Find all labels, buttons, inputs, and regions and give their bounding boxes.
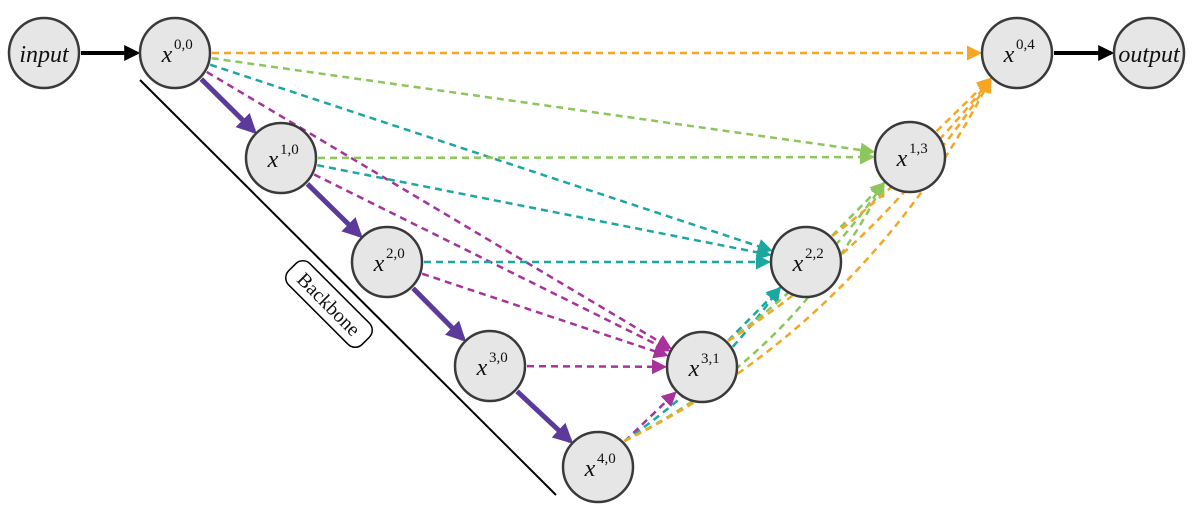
- edge-x31-to-x04: [727, 77, 992, 342]
- node-label-output: output: [1118, 42, 1181, 68]
- node-circle-x40: [561, 430, 635, 504]
- node-circle-x13: [873, 120, 947, 194]
- node-circle-x31: [665, 330, 739, 404]
- node-superscript-x13: 1,3: [909, 141, 928, 157]
- edge-x00-to-x13: [211, 56, 876, 158]
- node-label-x20: x: [373, 251, 385, 277]
- node-superscript-x30: 3,0: [489, 350, 508, 366]
- backbone-indicator: Backbone: [139, 79, 557, 496]
- edges: [81, 45, 1115, 444]
- node-circle-x00: [138, 16, 212, 90]
- edge-x20-to-x30: [411, 286, 467, 342]
- edge-x00-to-x31: [206, 70, 672, 350]
- node-superscript-x40: 4,0: [597, 451, 616, 467]
- node-circle-output: [1112, 16, 1186, 90]
- node-superscript-x00: 0,0: [174, 37, 193, 53]
- edge-x00-to-x10: [199, 77, 257, 135]
- edge-x10-to-x20: [305, 182, 363, 239]
- backbone-label-box: [285, 260, 373, 348]
- node-label-x31: x: [688, 356, 700, 382]
- node-circle-x10: [244, 121, 318, 195]
- edge-x40-to-x04: [623, 77, 992, 443]
- node-label-x40: x: [584, 456, 596, 482]
- edge-x10-to-x13: [317, 149, 875, 165]
- node-label-input: input: [19, 42, 70, 68]
- node-circle-x20: [350, 225, 424, 299]
- node-superscript-x10: 1,0: [280, 142, 299, 158]
- node-circle-input: [7, 16, 81, 90]
- node-label-x00: x: [161, 42, 173, 68]
- node-superscript-x31: 3,1: [701, 351, 720, 367]
- edge-x30-to-x40: [515, 389, 574, 444]
- node-superscript-x04: 0,4: [1016, 37, 1035, 53]
- edge-x10-to-x22: [317, 163, 772, 260]
- edge-x13-to-x04: [935, 77, 992, 133]
- node-label-x22: x: [792, 251, 804, 277]
- backbone-label: Backbone: [292, 269, 364, 341]
- backbone-line: [139, 79, 557, 496]
- edge-x20-to-x31: [421, 272, 669, 359]
- node-circle-x04: [980, 16, 1054, 90]
- edge-x31-to-x22: [727, 286, 782, 342]
- node-label-x30: x: [476, 355, 488, 381]
- edge-x10-to-x31: [313, 173, 671, 352]
- node-circle-x30: [453, 329, 527, 403]
- edge-x22-to-x13: [831, 181, 886, 237]
- node-superscript-x22: 2,2: [805, 246, 824, 262]
- node-label-x04: x: [1003, 42, 1015, 68]
- node-label-x10: x: [267, 147, 279, 173]
- node-circle-x22: [769, 225, 843, 299]
- node-superscript-x20: 2,0: [386, 246, 405, 262]
- node-input: input: [7, 16, 81, 90]
- node-label-x13: x: [896, 146, 908, 172]
- node-output: output: [1112, 16, 1186, 90]
- edge-x30-to-x31: [526, 359, 667, 375]
